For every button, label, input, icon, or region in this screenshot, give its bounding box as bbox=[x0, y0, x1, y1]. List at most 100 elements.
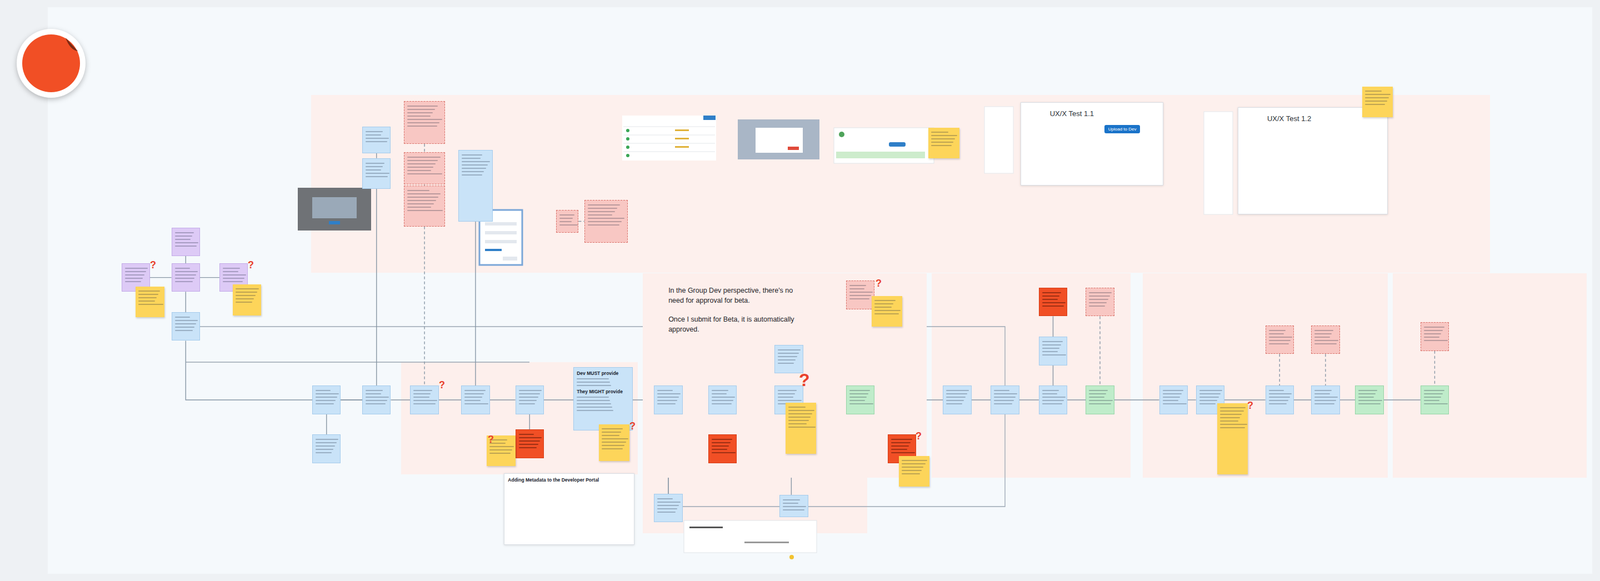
connector bbox=[1293, 399, 1312, 400]
connector bbox=[578, 221, 585, 222]
illegible-text bbox=[711, 452, 736, 454]
illegible-text bbox=[1042, 390, 1060, 392]
illegible-text bbox=[407, 118, 442, 120]
illegible-text bbox=[518, 400, 537, 402]
illegible-text bbox=[788, 423, 807, 425]
illegible-text bbox=[175, 320, 199, 322]
illegible-text bbox=[931, 135, 957, 137]
illegible-text bbox=[175, 245, 198, 247]
illegible-text bbox=[1365, 90, 1382, 92]
illegible-text bbox=[222, 277, 245, 279]
illegible-text bbox=[559, 217, 573, 219]
issue-box bbox=[515, 429, 544, 458]
connector bbox=[1279, 353, 1280, 386]
persona-box bbox=[171, 263, 200, 292]
process-box bbox=[1311, 385, 1340, 414]
illegible-text bbox=[1042, 292, 1062, 294]
illegible-text bbox=[587, 221, 622, 223]
illegible-text bbox=[222, 267, 240, 269]
process-box bbox=[1265, 385, 1294, 414]
illegible-text bbox=[946, 396, 966, 398]
illegible-text bbox=[1314, 403, 1335, 405]
illegible-text bbox=[1423, 326, 1445, 328]
illegible-text bbox=[315, 438, 339, 440]
illegible-text bbox=[365, 134, 382, 136]
issue-box bbox=[1038, 287, 1068, 317]
connector bbox=[475, 221, 476, 387]
illegible-text bbox=[587, 214, 613, 216]
sticky-note bbox=[898, 456, 930, 487]
question-box bbox=[1420, 322, 1449, 351]
illegible-text bbox=[175, 238, 191, 240]
illegible-text bbox=[657, 396, 679, 398]
illegible-text bbox=[874, 313, 899, 315]
illegible-text bbox=[1268, 393, 1293, 395]
node-heading: In the Group Dev perspective, there's no… bbox=[668, 285, 808, 306]
illegible-text bbox=[587, 204, 620, 206]
illegible-text bbox=[777, 359, 796, 361]
illegible-text bbox=[464, 390, 486, 392]
illegible-text bbox=[1423, 403, 1448, 405]
illegible-text bbox=[1088, 400, 1113, 402]
process-box bbox=[653, 493, 683, 523]
illegible-text bbox=[1220, 420, 1239, 422]
illegible-text bbox=[1199, 403, 1216, 405]
illegible-text bbox=[559, 221, 572, 223]
illegible-text bbox=[946, 393, 968, 395]
illegible-text bbox=[365, 169, 382, 171]
illegible-text bbox=[1220, 427, 1245, 429]
illegible-text bbox=[413, 390, 433, 392]
illegible-text bbox=[235, 298, 254, 300]
node-text: Once I submit for Beta, it is automatica… bbox=[668, 314, 808, 335]
illegible-text bbox=[175, 242, 199, 244]
illegible-text bbox=[138, 300, 155, 302]
illegible-text bbox=[849, 288, 865, 290]
illegible-text bbox=[407, 170, 431, 172]
illegible-text bbox=[788, 426, 816, 428]
connector bbox=[971, 399, 992, 400]
illegible-text bbox=[711, 390, 729, 392]
illegible-text bbox=[518, 390, 542, 392]
illegible-text bbox=[1268, 343, 1289, 345]
illegible-text bbox=[365, 403, 386, 405]
process-box bbox=[1038, 336, 1068, 365]
sticker-fold bbox=[65, 37, 78, 52]
illegible-text bbox=[601, 428, 623, 430]
question-box bbox=[1085, 287, 1114, 317]
illegible-text bbox=[1199, 390, 1223, 392]
illegible-text bbox=[1088, 302, 1107, 304]
process-box bbox=[990, 385, 1019, 414]
illegible-text bbox=[1088, 390, 1108, 392]
illegible-text bbox=[1162, 400, 1179, 402]
illegible-text bbox=[601, 431, 622, 433]
process-box bbox=[708, 385, 737, 414]
illegible-text bbox=[1365, 103, 1385, 105]
illegible-text bbox=[777, 400, 802, 402]
illegible-text bbox=[849, 393, 869, 395]
illegible-text bbox=[1042, 302, 1067, 304]
illegible-text bbox=[125, 271, 147, 273]
question-box bbox=[1311, 325, 1340, 354]
illegible-text bbox=[891, 442, 911, 444]
illegible-text bbox=[901, 470, 922, 472]
illegible-text bbox=[138, 290, 160, 292]
app-icon bbox=[838, 131, 845, 138]
illegible-text bbox=[576, 403, 612, 405]
illegible-text bbox=[315, 445, 335, 447]
connector bbox=[1052, 316, 1054, 337]
connector bbox=[185, 256, 187, 264]
illegible-text bbox=[365, 137, 389, 139]
illegible-text bbox=[1365, 97, 1389, 99]
illegible-text bbox=[1220, 410, 1244, 412]
sticky-note bbox=[135, 286, 164, 318]
illegible-text bbox=[1088, 295, 1110, 297]
illegible-text bbox=[946, 400, 964, 402]
table-mockup bbox=[622, 115, 717, 161]
illegible-text bbox=[711, 396, 735, 398]
connector bbox=[423, 143, 425, 153]
illegible-text bbox=[464, 403, 489, 405]
outcome-box bbox=[1085, 385, 1114, 414]
illegible-text bbox=[849, 298, 870, 300]
illegible-text bbox=[777, 356, 798, 358]
